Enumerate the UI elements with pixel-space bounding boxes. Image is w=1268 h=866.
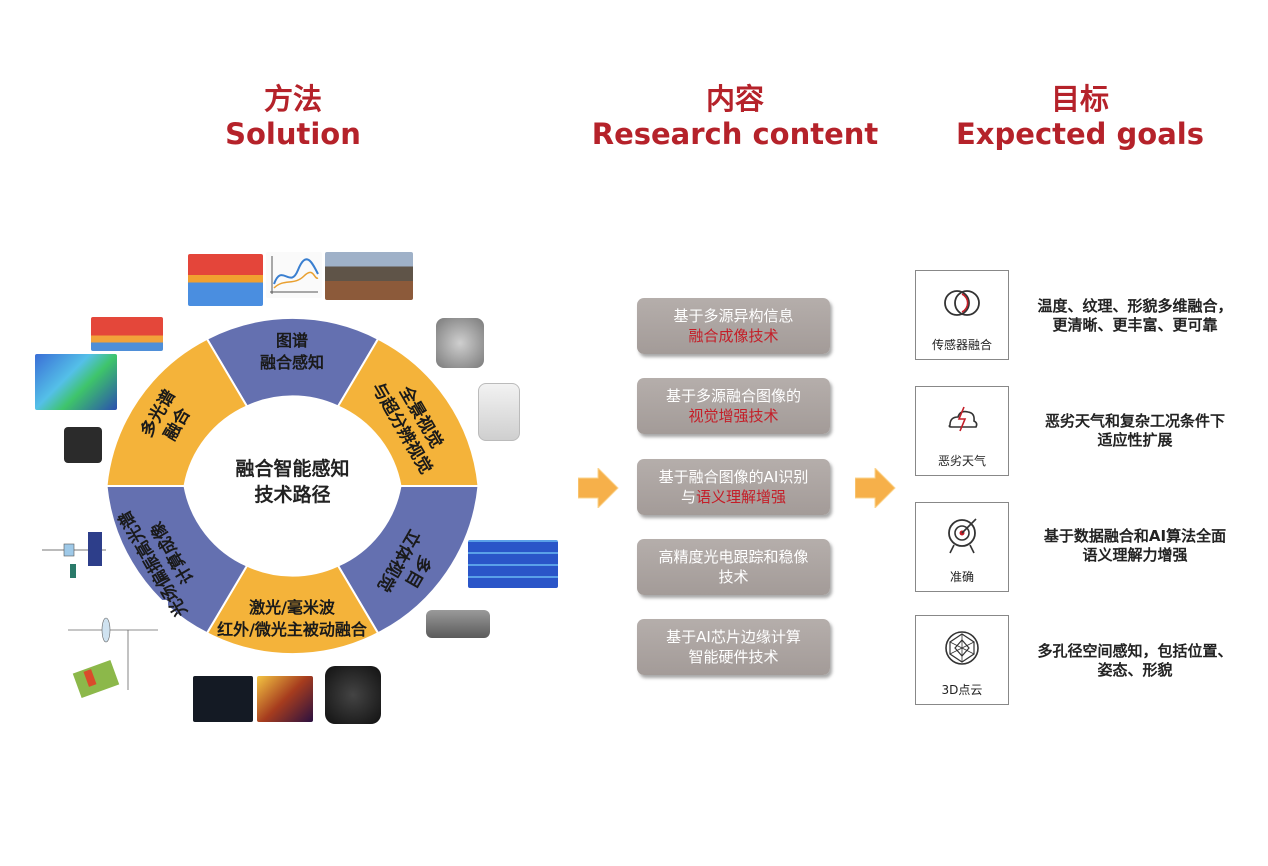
content-box-3-line2-prefix: 与 [680,488,696,506]
segment-label-bottom-line2: 红外/微光主被动融合 [217,620,367,639]
sensor-fusion-icon [944,290,980,316]
goal-text-2-line1: 恶劣天气和复杂工况条件下 [1044,412,1225,430]
segment-label-bottom-line1: 激光/毫米波 [249,598,335,617]
header-content: 内容 Research content [585,82,885,152]
goal-text-4-line1: 多孔径空间感知，包括位置、 [1037,642,1233,660]
lidar-image [193,676,253,722]
goal-text-2-line2: 适应性扩展 [1097,431,1173,449]
content-box-fusion-imaging: 基于多源异构信息 融合成像技术 [637,298,830,354]
arrow-solution-to-content [578,468,619,508]
header-solution-en: Solution [225,117,361,151]
content-box-5-line2: 智能硬件技术 [688,648,779,666]
ring-segment-upper-left [105,337,249,487]
header-goals-cn: 目标 [1050,82,1109,116]
ring-center-title: 融合智能感知 技术路径 [210,456,375,508]
header-solution-cn: 方法 [263,82,322,116]
content-box-2-line2: 视觉增强技术 [688,407,779,425]
goal-text-4-line2: 姿态、形貌 [1097,661,1173,679]
goal-point-cloud: 3D点云 [915,615,1009,705]
bad-weather-icon [948,406,978,432]
content-box-1-line2: 融合成像技术 [688,327,779,345]
gimbal-camera-image [325,666,381,724]
goal-label-sensor-fusion: 传感器融合 [931,338,992,352]
multispectral-image [35,354,117,410]
content-box-3-line2: 语义理解增强 [696,488,787,506]
header-goals: 目标 Expected goals [950,82,1210,152]
point-cloud-icon [945,631,979,665]
light-field-schematic-image [40,520,110,586]
stereo-camera-image [426,610,490,638]
header-content-cn: 内容 [705,82,764,116]
goal-text-3-line1: 基于数据融合和AI算法全面 [1043,527,1227,545]
goal-label-point-cloud: 3D点云 [941,683,983,697]
goal-sensor-fusion: 传感器融合 [915,270,1009,360]
goal-text-1-line2: 更清晰、更丰富、更可靠 [1052,316,1218,334]
arrow-content-to-goals [855,468,896,508]
industrial-scene-image [325,252,413,300]
panoramic-camera-image [436,318,484,368]
ring-center-line1: 融合智能感知 [235,458,350,480]
computational-imaging-schematic-image [58,600,168,710]
header-content-en: Research content [591,117,879,151]
segment-label-bottom: 激光/毫米波 红外/微光主被动融合 [212,597,372,641]
thermal-tiles-image [91,317,163,351]
spectrum-curve-image [266,252,322,298]
content-box-4-line1: 高精度光电跟踪和稳像 [658,548,809,566]
camera-cube-image [64,427,102,463]
segment-label-top-line1: 图谱 [275,331,308,350]
content-box-3-line1: 基于融合图像的AI识别 [658,468,809,486]
goal-text-point-cloud: 多孔径空间感知，包括位置、 姿态、形貌 [1030,642,1240,680]
goal-text-bad-weather: 恶劣天气和复杂工况条件下 适应性扩展 [1030,412,1240,450]
goal-label-accuracy: 准确 [949,570,974,584]
ring-segment-top [205,316,380,408]
content-box-5-line1: 基于AI芯片边缘计算 [666,628,801,646]
content-box-1-line1: 基于多源异构信息 [673,307,794,325]
content-box-visual-enhancement: 基于多源融合图像的 视觉增强技术 [637,378,830,434]
thermal-cube-image [188,254,263,306]
goal-accuracy: 准确 [915,502,1009,592]
stereo-grid-image [468,540,558,588]
segment-label-top-line2: 融合感知 [259,353,324,372]
content-box-ai-recognition: 基于融合图像的AI识别 与语义理解增强 [637,459,830,515]
infrared-image [257,676,313,722]
goal-bad-weather: 恶劣天气 [915,386,1009,476]
content-box-tracking-stabilization: 高精度光电跟踪和稳像 技术 [637,539,830,595]
content-box-edge-computing: 基于AI芯片边缘计算 智能硬件技术 [637,619,830,675]
goal-text-sensor-fusion: 温度、纹理、形貌多维融合， 更清晰、更丰富、更可靠 [1030,297,1240,335]
goal-text-accuracy: 基于数据融合和AI算法全面 语义理解力增强 [1030,527,1240,565]
ring-segment-bottom [205,564,380,656]
header-goals-en: Expected goals [956,117,1204,151]
technology-ring [105,316,480,656]
goal-text-1-line1: 温度、纹理、形貌多维融合， [1037,297,1233,315]
header-solution: 方法 Solution [193,82,393,152]
target-icon [948,518,977,554]
content-box-2-line1: 基于多源融合图像的 [665,387,801,405]
ring-center-line2: 技术路径 [254,484,331,506]
segment-label-top: 图谱 融合感知 [242,330,342,374]
content-box-4-line2: 技术 [718,568,749,586]
goal-text-3-line2: 语义理解力增强 [1082,546,1188,564]
goal-label-bad-weather: 恶劣天气 [937,454,986,468]
dome-camera-image [478,383,520,441]
